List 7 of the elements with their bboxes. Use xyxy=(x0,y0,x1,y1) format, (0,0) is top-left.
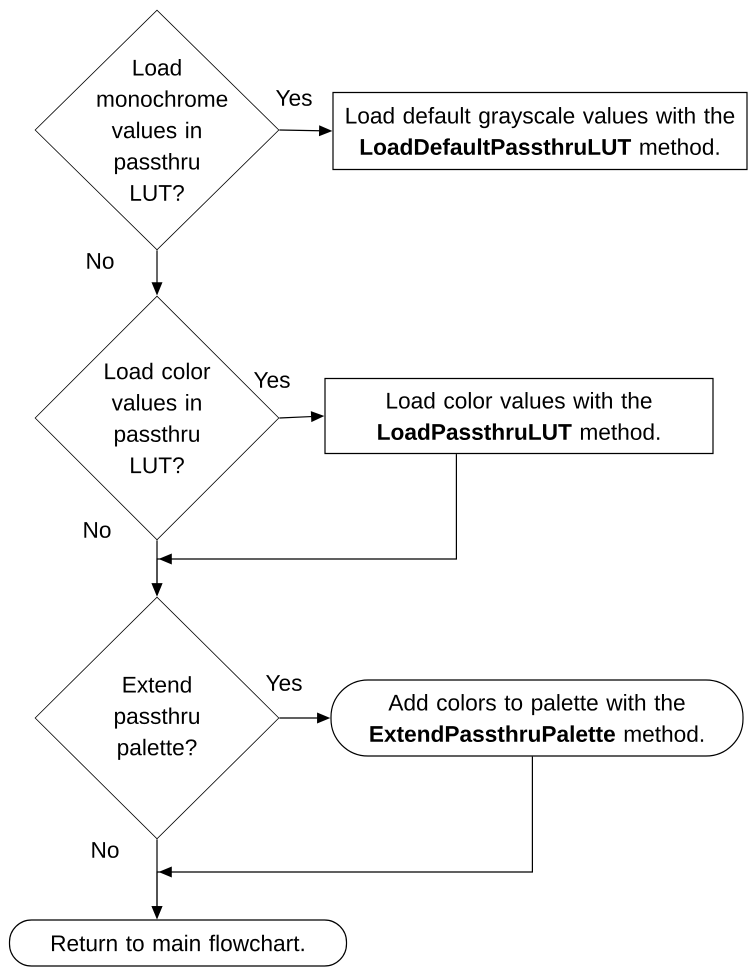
terminator-box: Return to main flowchart. xyxy=(8,919,348,967)
edge-label: No xyxy=(81,520,113,540)
terminator-box: Add colors to palette with the ExtendPassthruPalette method. xyxy=(330,679,744,757)
edge-label: No xyxy=(89,840,121,860)
edge-label: No xyxy=(84,252,116,270)
process-box: Load color values with the LoadPassthruLUT method. xyxy=(324,378,714,454)
process-box: Load default grayscale values with the LoadDefaultPassthruLUT method. xyxy=(332,92,748,170)
